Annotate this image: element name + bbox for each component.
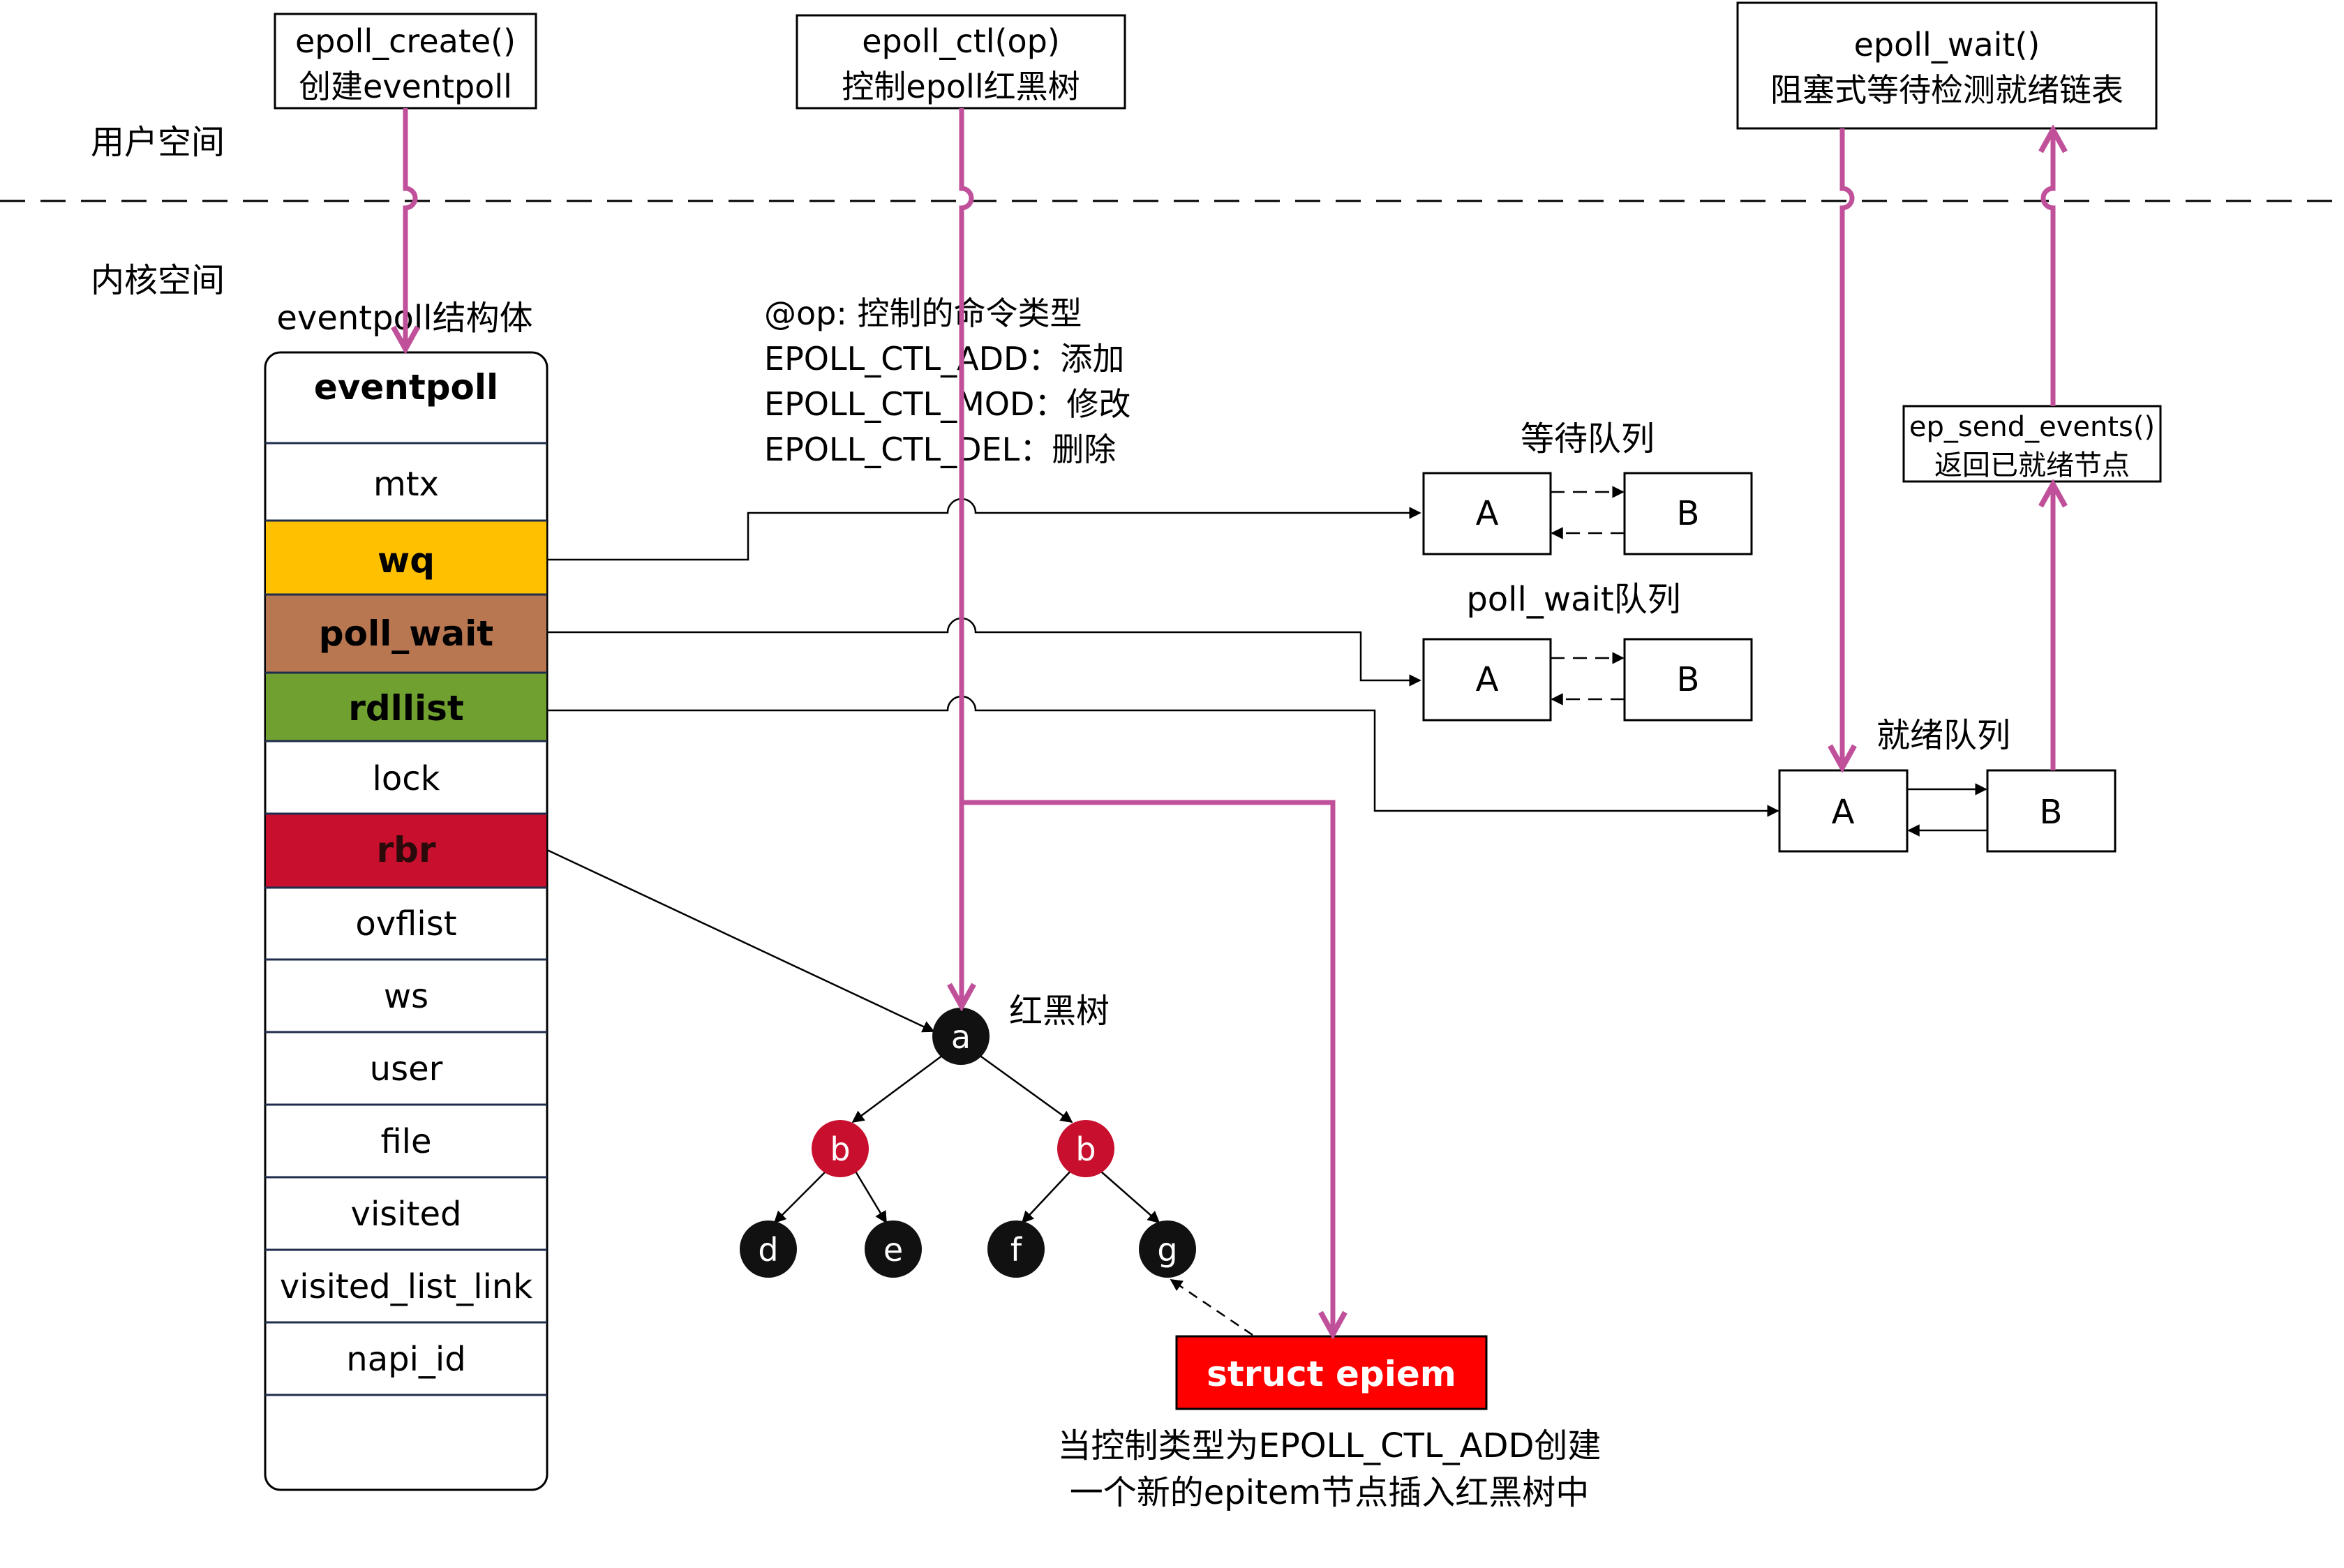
rb-tree-nodes: a b b d e f g bbox=[740, 1008, 1196, 1278]
op-mod: EPOLL_CTL_MOD：修改 bbox=[764, 385, 1130, 423]
ep-send-events-box: ep_send_events() 返回已就绪节点 bbox=[1902, 405, 2162, 483]
epitem-note-line1: 当控制类型为EPOLL_CTL_ADD创建 bbox=[1058, 1426, 1602, 1465]
op-header: @op: 控制的命令类型 bbox=[764, 294, 1082, 332]
poll-wait-b-label: B bbox=[1677, 660, 1700, 699]
tree-node-a bbox=[932, 1008, 990, 1065]
ready-queue-a-label: A bbox=[1832, 793, 1855, 832]
wait-queue: A B bbox=[1422, 472, 1753, 555]
field-rbr: rbr bbox=[376, 830, 435, 870]
epitem-box: struct epiem bbox=[1175, 1335, 1488, 1410]
epitem-note-line2: 一个新的epitem节点插入红黑树中 bbox=[1070, 1473, 1589, 1512]
ready-queue: A B bbox=[1778, 769, 2117, 853]
epitem-to-g-link bbox=[1170, 1278, 1253, 1336]
epoll-ctl-title: epoll_ctl(op) bbox=[862, 22, 1060, 60]
epitem-label: struct epiem bbox=[1207, 1354, 1456, 1394]
epoll-wait-box: epoll_wait() 阻塞式等待检测就绪链表 bbox=[1736, 1, 2158, 130]
tree-node-d-label: d bbox=[758, 1231, 778, 1269]
field-visited: visited bbox=[351, 1195, 462, 1234]
epoll-ctl-desc: 控制epoll红黑树 bbox=[842, 68, 1080, 105]
user-space-label: 用户空间 bbox=[91, 123, 225, 162]
ready-queue-b-label: B bbox=[2040, 793, 2063, 832]
field-ws: ws bbox=[384, 977, 428, 1016]
send-events-to-wait-arrow bbox=[2043, 130, 2053, 406]
field-rdllist: rdllist bbox=[348, 688, 464, 729]
poll-wait-queue: A B bbox=[1422, 638, 1753, 722]
op-add: EPOLL_CTL_ADD：添加 bbox=[764, 340, 1124, 378]
tree-node-b-right bbox=[1057, 1120, 1114, 1177]
epoll-wait-desc: 阻塞式等待检测就绪链表 bbox=[1770, 71, 2123, 109]
tree-node-a-label: a bbox=[951, 1018, 971, 1056]
poll-wait-connector bbox=[547, 617, 1421, 687]
poll-wait-node-a bbox=[1422, 638, 1552, 722]
wait-queue-title: 等待队列 bbox=[1521, 419, 1655, 458]
tree-node-e-label: e bbox=[883, 1231, 903, 1269]
field-mtx: mtx bbox=[373, 465, 439, 504]
tree-node-e bbox=[865, 1220, 922, 1278]
wait-to-ready-arrow bbox=[1842, 128, 1852, 768]
eventpoll-struct: eventpoll mtx wq poll_wait rdllist lock … bbox=[264, 351, 548, 1491]
poll-wait-a-label: A bbox=[1476, 660, 1499, 699]
wait-queue-b-label: B bbox=[1677, 494, 1700, 533]
epoll-create-title: epoll_create() bbox=[295, 22, 516, 60]
struct-name: eventpoll bbox=[314, 367, 498, 408]
field-wq: wq bbox=[378, 540, 435, 581]
ready-queue-node-b bbox=[1986, 769, 2117, 853]
wq-connector bbox=[547, 498, 1421, 561]
field-ovflist: ovflist bbox=[355, 904, 456, 943]
tree-node-b-left-label: b bbox=[830, 1130, 850, 1168]
epoll-create-desc: 创建eventpoll bbox=[299, 68, 512, 105]
rbr-connector bbox=[546, 849, 935, 1033]
epoll-ctl-box: epoll_ctl(op) 控制epoll红黑树 bbox=[796, 14, 1126, 110]
tree-node-g-label: g bbox=[1157, 1231, 1177, 1269]
field-file: file bbox=[380, 1122, 431, 1161]
poll-wait-node-b bbox=[1623, 638, 1753, 722]
epoll-create-box: epoll_create() 创建eventpoll bbox=[274, 13, 537, 110]
ctl-to-tree-arrow bbox=[962, 108, 971, 1006]
tree-node-b-right-label: b bbox=[1075, 1130, 1096, 1168]
field-napi-id: napi_id bbox=[346, 1340, 465, 1379]
ep-send-events-desc: 返回已就绪节点 bbox=[1934, 449, 2130, 481]
wait-queue-a-label: A bbox=[1476, 494, 1499, 533]
epoll-wait-title: epoll_wait() bbox=[1854, 26, 2040, 64]
op-del: EPOLL_CTL_DEL：删除 bbox=[764, 431, 1116, 468]
rb-tree bbox=[773, 1048, 1160, 1224]
field-lock: lock bbox=[373, 759, 440, 798]
create-flow-arrow bbox=[405, 108, 415, 349]
ep-send-events-title: ep_send_events() bbox=[1909, 411, 2155, 443]
field-poll-wait: poll_wait bbox=[319, 613, 493, 654]
ready-queue-title: 就绪队列 bbox=[1876, 716, 2010, 755]
tree-node-d bbox=[740, 1220, 797, 1278]
tree-node-f-label: f bbox=[1010, 1231, 1023, 1269]
op-commands: @op: 控制的命令类型 EPOLL_CTL_ADD：添加 EPOLL_CTL_… bbox=[764, 294, 1130, 468]
poll-wait-queue-title: poll_wait队列 bbox=[1466, 580, 1680, 619]
field-user: user bbox=[370, 1050, 443, 1089]
ctl-to-epitem-arrow bbox=[962, 800, 1333, 1334]
tree-node-f bbox=[987, 1220, 1045, 1278]
wait-queue-node-a bbox=[1422, 472, 1552, 555]
rdllist-connector bbox=[547, 695, 1779, 817]
tree-node-b-left bbox=[812, 1120, 869, 1177]
kernel-space-label: 内核空间 bbox=[91, 261, 225, 300]
wait-queue-node-b bbox=[1623, 472, 1753, 555]
field-visited-list-link: visited_list_link bbox=[280, 1267, 533, 1306]
rb-tree-label: 红黑树 bbox=[1009, 992, 1110, 1031]
tree-node-g bbox=[1139, 1220, 1196, 1278]
